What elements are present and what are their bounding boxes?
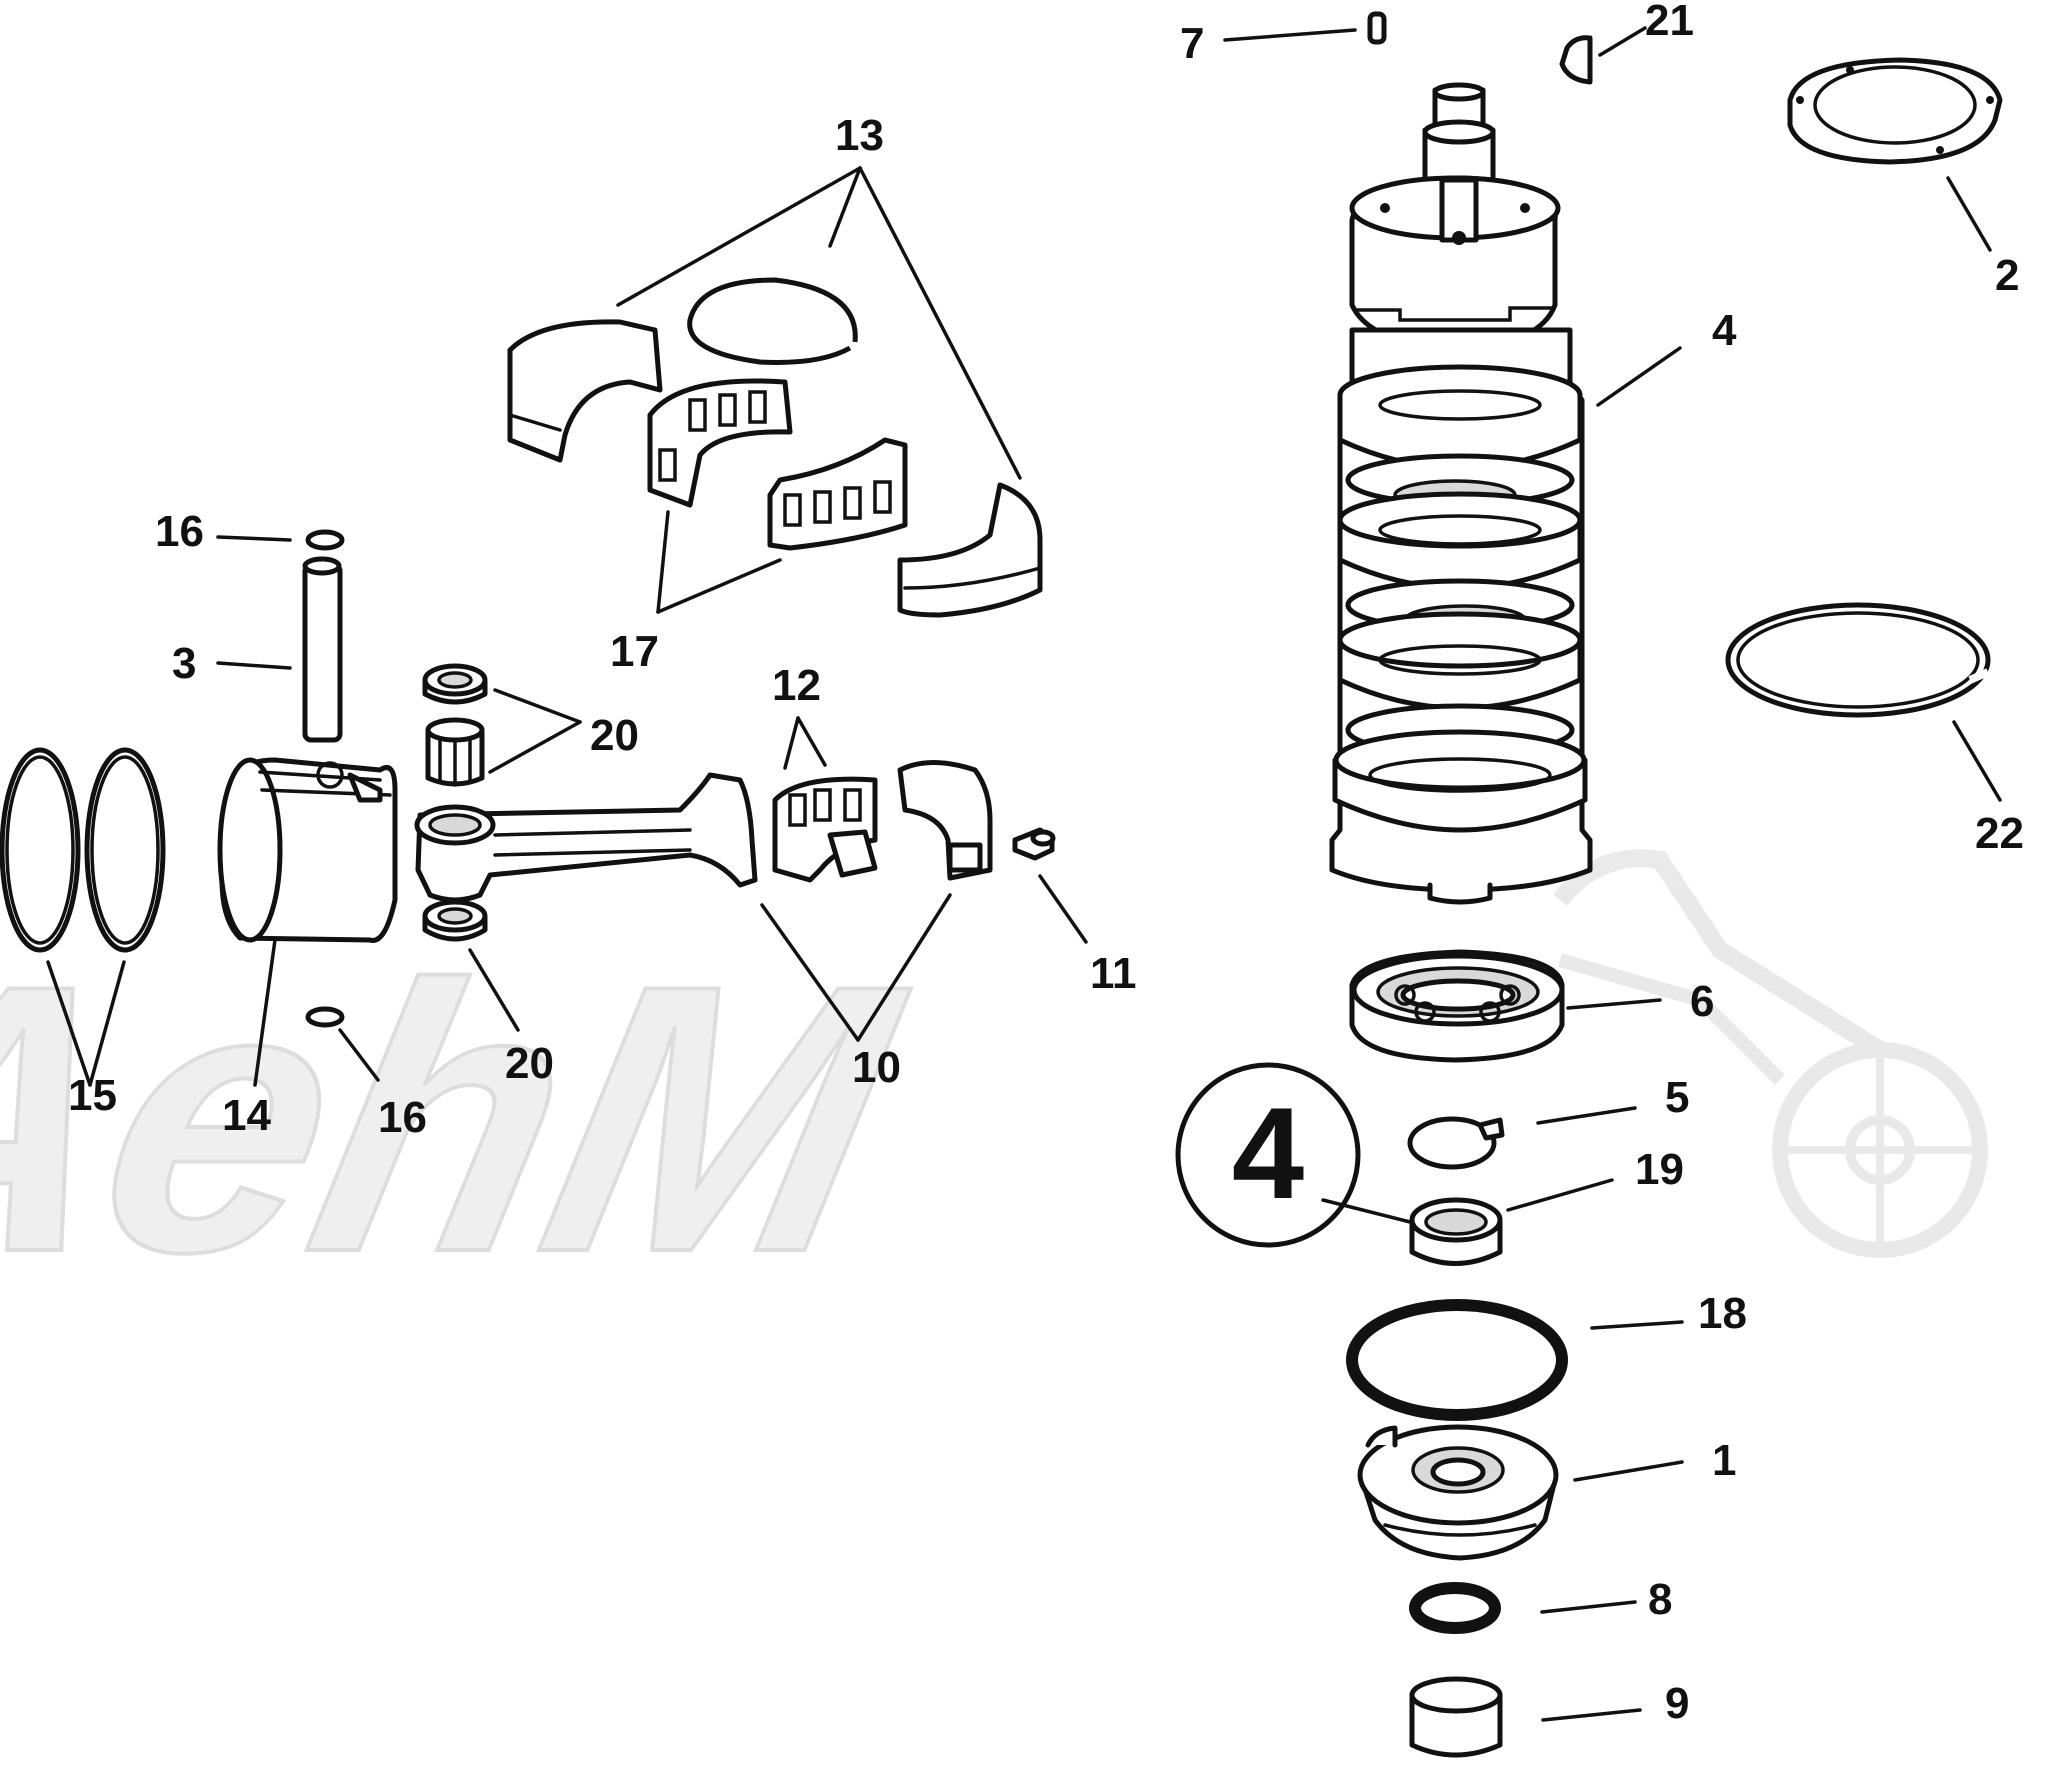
label-21: 21	[1645, 0, 1694, 45]
lubricant-symbol-callout: 4	[1175, 1062, 1361, 1248]
leader-lines	[46, 26, 2002, 1722]
part-6-ball-bearing	[1349, 949, 1565, 1063]
part-22-retaining-ring	[1725, 602, 1991, 718]
part-1-bearing-housing	[1357, 1424, 1559, 1561]
part-4-crankshaft	[1329, 82, 1593, 905]
label-16-bottom: 16	[378, 1093, 427, 1142]
label-9: 9	[1665, 1679, 1689, 1728]
label-7: 7	[1180, 19, 1204, 68]
part-13-main-bearing-set	[507, 277, 1043, 618]
part-9-sleeve	[1409, 1676, 1503, 1758]
part-10-rod-cap	[897, 760, 993, 881]
label-11: 11	[1090, 949, 1137, 998]
part-16-wrist-pin-clip-top	[305, 529, 345, 551]
part-17-needle-bearing-cages	[647, 378, 908, 551]
part-20-thrust-washer	[422, 899, 488, 942]
part-16-wrist-pin-clip-bottom	[305, 1006, 345, 1028]
label-1: 1	[1712, 1436, 1736, 1485]
connecting-rod	[414, 772, 758, 903]
part-3-wrist-pin	[302, 556, 343, 743]
label-22: 22	[1975, 809, 2024, 858]
part-20-needle-bearing	[422, 663, 488, 787]
part-19-bushing	[1409, 1197, 1503, 1266]
label-20-bottom: 20	[505, 1039, 554, 1088]
lubricant-symbol-glyph: 4	[1232, 1080, 1304, 1226]
label-3: 3	[172, 639, 196, 688]
label-4: 4	[1712, 306, 1737, 355]
watermark: AehM	[0, 849, 1988, 1333]
part-12-crankpin-needle-bearing	[772, 776, 878, 883]
label-14: 14	[222, 1091, 271, 1140]
watermark-text: AehM	[0, 907, 932, 1331]
label-10: 10	[852, 1043, 901, 1092]
label-13: 13	[835, 111, 884, 160]
part-14-piston	[217, 757, 398, 943]
label-2: 2	[1995, 251, 2019, 300]
part-2-oil-seal	[1787, 57, 2003, 165]
part-21-woodruff-key	[1559, 35, 1593, 85]
label-8: 8	[1648, 1575, 1672, 1624]
label-12: 12	[772, 661, 821, 710]
label-5: 5	[1665, 1073, 1689, 1122]
part-7-dowel-pin	[1367, 11, 1387, 45]
label-6: 6	[1690, 977, 1714, 1026]
callout-labels: 7 21 2 4 22 6 5 19 18 1 8 9 13 17 16 3 2…	[68, 0, 2024, 1728]
part-11-rod-screw	[1012, 827, 1056, 861]
label-17: 17	[610, 627, 659, 676]
watermark-motorcycle-icon	[1552, 849, 1988, 1258]
label-16-top: 16	[155, 507, 204, 556]
label-19: 19	[1635, 1145, 1684, 1194]
part-15-piston-rings	[0, 747, 166, 953]
part-18-o-ring	[1346, 1299, 1568, 1421]
part-8-seal	[1409, 1582, 1501, 1634]
label-20-top: 20	[590, 711, 639, 760]
label-18: 18	[1698, 1289, 1747, 1338]
part-5-snap-ring	[1407, 1116, 1505, 1170]
label-15: 15	[68, 1071, 117, 1120]
